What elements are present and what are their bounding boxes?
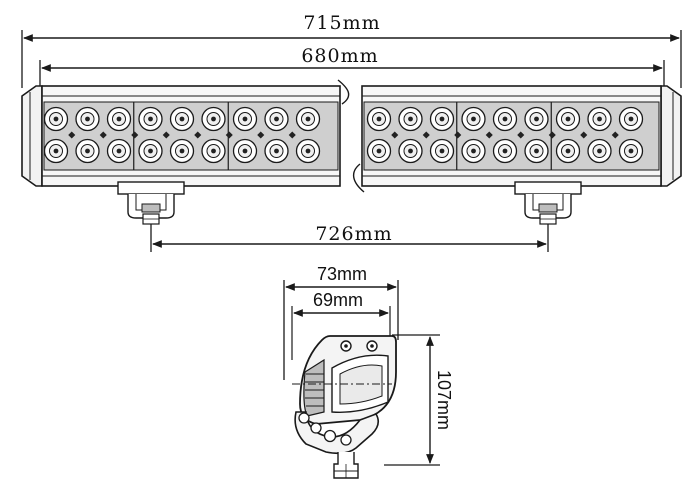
side-bracket-hole-2 <box>310 422 322 434</box>
led-chip <box>305 116 311 122</box>
led-chip <box>628 148 634 154</box>
left-end-cap <box>21 85 43 187</box>
led-chip <box>148 148 153 154</box>
dim-overall-length: 715mm <box>21 12 682 88</box>
led-chip <box>274 116 279 122</box>
led-chip <box>116 116 122 122</box>
led-chip <box>597 148 602 154</box>
led-chip <box>628 116 634 122</box>
led-chip <box>408 116 413 122</box>
dim-side-height: 107mm <box>384 334 454 466</box>
side-bracket-hole-3 <box>323 429 337 443</box>
led-chip <box>471 148 476 154</box>
led-spacer-screw <box>162 131 170 139</box>
led-spacer-screw <box>548 131 556 139</box>
led-chip <box>502 148 508 154</box>
led-chip <box>597 116 602 122</box>
led-chip <box>376 148 382 154</box>
led-spacer-screw <box>391 131 399 139</box>
dim-overall-length-label: 715mm <box>303 12 380 34</box>
led-chip <box>439 116 445 122</box>
led-chip <box>53 116 59 122</box>
led-chip <box>85 116 90 122</box>
led-spacer-screw <box>68 131 76 139</box>
led-chip <box>565 116 571 122</box>
side-bracket-hole-4 <box>340 434 352 446</box>
led-chip <box>274 148 279 154</box>
light-bar-side-view <box>292 335 397 479</box>
led-spacer-screw <box>485 131 493 139</box>
led-spacer-screw <box>225 131 233 139</box>
led-chip <box>534 116 539 122</box>
led-chip <box>376 116 382 122</box>
led-array <box>43 102 644 170</box>
led-spacer-screw <box>131 131 139 139</box>
led-spacer-screw <box>257 131 265 139</box>
right-end-cap <box>660 85 682 187</box>
break-mark-bottom <box>353 163 365 193</box>
dim-side-inner-width-label: 69mm <box>313 290 363 310</box>
led-spacer-screw <box>99 131 107 139</box>
led-chip <box>179 148 185 154</box>
dim-side-height-label: 107mm <box>434 370 454 430</box>
led-chip <box>211 148 216 154</box>
led-chip <box>148 116 153 122</box>
dim-body-length-label: 680mm <box>301 45 378 67</box>
dim-body-length: 680mm <box>39 45 665 92</box>
led-chip <box>53 148 59 154</box>
housing-left <box>41 85 341 187</box>
mount-bracket-left <box>117 181 185 225</box>
led-chip <box>179 116 185 122</box>
led-chip <box>242 148 248 154</box>
dim-mount-spacing: 726mm <box>150 223 549 252</box>
dim-mount-spacing-label: 726mm <box>315 223 392 245</box>
led-chip <box>534 148 539 154</box>
dim-side-outer-width: 73mm <box>283 264 399 380</box>
led-spacer-screw <box>454 131 462 139</box>
side-bracket-hole-1 <box>298 412 310 424</box>
led-chip <box>116 148 122 154</box>
break-mark-top <box>337 79 350 105</box>
led-spacer-screw <box>422 131 430 139</box>
led-spacer-screw <box>611 131 619 139</box>
led-chip <box>85 148 90 154</box>
led-chip <box>211 116 216 122</box>
heat-sink-fins <box>303 358 325 417</box>
led-chip <box>408 148 413 154</box>
led-spacer-screw <box>288 131 296 139</box>
light-bar-front-view <box>21 79 682 193</box>
dim-side-inner-width: 69mm <box>291 290 391 360</box>
mount-bracket-right <box>514 181 582 225</box>
led-chip <box>439 148 445 154</box>
led-chip <box>305 148 311 154</box>
led-spacer-screw <box>194 131 202 139</box>
led-chip <box>502 116 508 122</box>
led-chip <box>242 116 248 122</box>
dim-side-outer-width-label: 73mm <box>317 264 367 284</box>
led-spacer-screw <box>517 131 525 139</box>
led-chip <box>471 116 476 122</box>
led-spacer-screw <box>580 131 588 139</box>
led-chip <box>565 148 571 154</box>
